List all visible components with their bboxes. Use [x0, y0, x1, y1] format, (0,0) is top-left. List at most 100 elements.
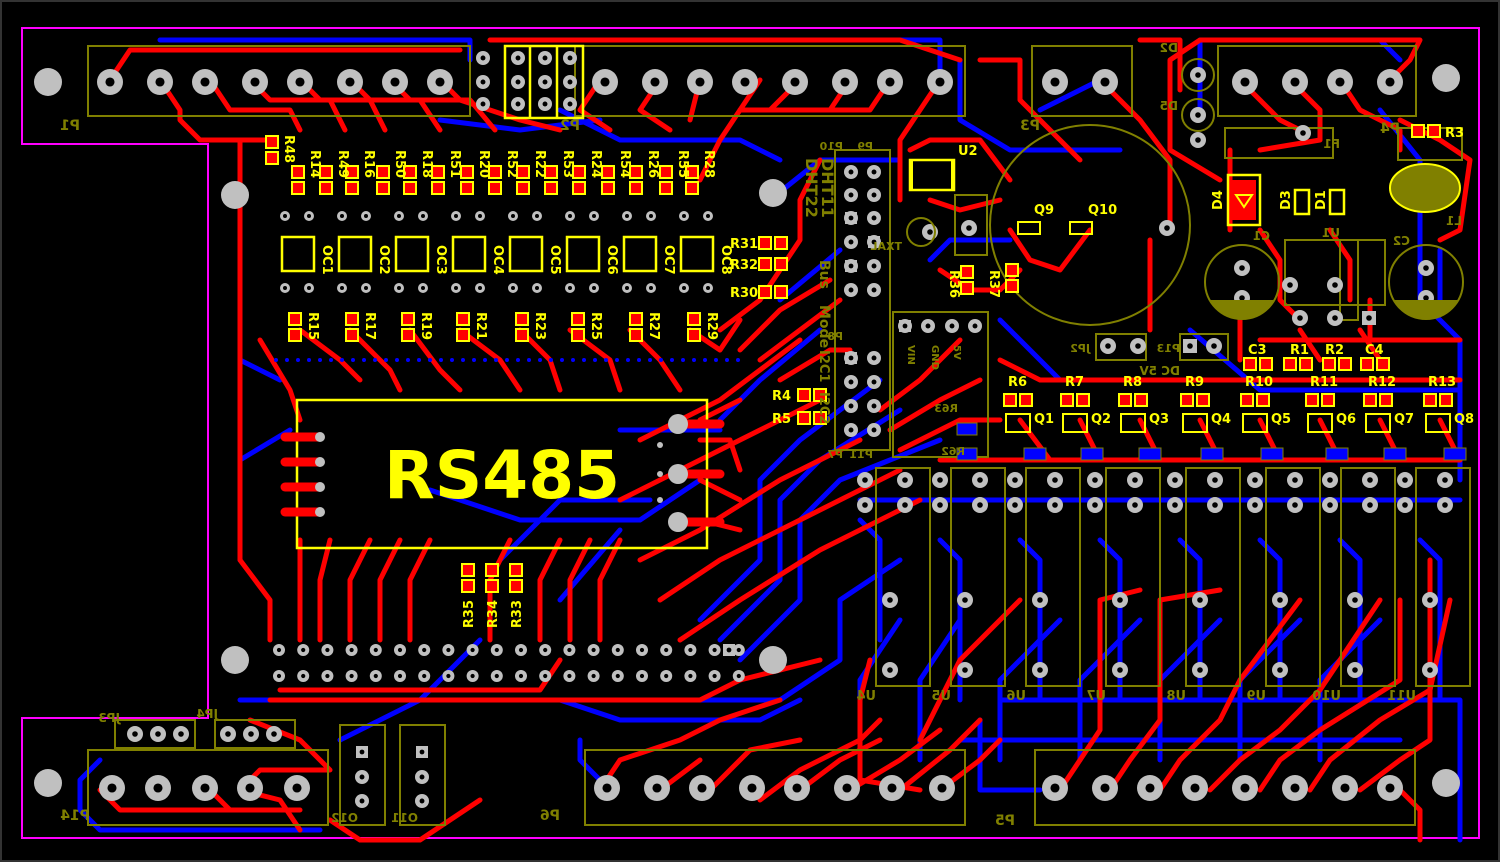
- relay-pad-d-hole: [1132, 502, 1138, 508]
- optocoupler-oc3: [394, 235, 430, 273]
- resistor-label-r27: R27: [646, 312, 661, 340]
- p2-pin-6-hole: [840, 77, 850, 87]
- driver-diode: [1138, 447, 1162, 461]
- p9-label: P9: [857, 140, 873, 153]
- resistor-r16: [345, 165, 359, 195]
- driver-resistor-r11: [1305, 393, 1335, 407]
- transistor-q6: [1307, 413, 1333, 433]
- relay-u5: [950, 467, 1006, 687]
- driver-resistor-label-r12: R12: [1368, 375, 1396, 390]
- crystal-txal: [906, 217, 936, 247]
- p6-pin-8-hole: [937, 783, 947, 793]
- p1-pin-5-hole: [295, 77, 305, 87]
- oc-pin-top-hole: [307, 214, 311, 218]
- resistor-r28: [685, 165, 699, 195]
- oc-pin-bottom-hole: [421, 286, 425, 290]
- via: [340, 358, 344, 362]
- via: [450, 358, 454, 362]
- c2-label: C2: [1393, 234, 1410, 248]
- relay-pad-e-hole: [1197, 597, 1203, 603]
- p1-label: P1: [60, 118, 80, 134]
- via: [274, 358, 278, 362]
- o12-pin-1-hole: [359, 749, 365, 755]
- dht22-label: DHT22: [802, 158, 821, 218]
- gpio-pin-top-14-hole: [615, 647, 620, 653]
- r3-label: R3: [1445, 126, 1464, 141]
- power-pad-1-hole: [1195, 112, 1201, 118]
- p10-pin-0-hole: [848, 169, 854, 175]
- resistor-r49: [319, 165, 333, 195]
- resistor-label-r26: R26: [645, 150, 660, 178]
- resistor-r54: [601, 165, 615, 195]
- via: [549, 358, 553, 362]
- p9-pin-5-hole: [871, 287, 877, 293]
- power-pad-13-hole: [1135, 343, 1141, 349]
- relay-pad-a-hole: [1012, 477, 1018, 483]
- power-pad-3-hole: [1300, 130, 1306, 136]
- power-passive-2: [1322, 357, 1352, 371]
- via: [417, 358, 421, 362]
- resistor-label-r16: R16: [361, 150, 376, 178]
- 5v-label: 5V: [951, 345, 962, 360]
- power-pad-11-hole: [1297, 315, 1303, 321]
- power-pad-6-hole: [1239, 295, 1245, 301]
- gpio-pin-bottom-9-hole: [494, 673, 499, 679]
- resistor-label-r24: R24: [588, 150, 603, 178]
- p7-pin-1-hole: [871, 379, 877, 385]
- via: [351, 358, 355, 362]
- jumper-1-0-hole: [542, 55, 548, 61]
- resistor-label-r25: R25: [588, 312, 603, 340]
- resistor-r53: [544, 165, 558, 195]
- oc-pin-bottom-hole: [592, 286, 596, 290]
- rs485-module-label: RS485: [384, 437, 620, 514]
- resistor-label-r49: R49: [335, 150, 350, 178]
- resistor-r27: [629, 312, 643, 342]
- transistor-label-q1: Q1: [1034, 412, 1054, 427]
- p7-pin-3-hole: [871, 427, 877, 433]
- d5-label: D5: [1160, 99, 1178, 113]
- relay-label-u10: U10: [1312, 689, 1341, 704]
- relay-label-u11: U11: [1387, 689, 1416, 704]
- transistor-label-q5: Q5: [1271, 412, 1291, 427]
- regulator-u2: [911, 159, 953, 191]
- p1-pin-6-hole: [345, 77, 355, 87]
- gpio-pin-top-13-hole: [591, 647, 596, 653]
- transistor-q9: [1017, 221, 1041, 235]
- gpio-pin-bottom-13-hole: [591, 673, 596, 679]
- resistor-r20: [460, 165, 474, 195]
- p10-pin-3-hole: [848, 239, 854, 245]
- rs485-pins: [280, 414, 725, 532]
- jp4-label: JP4: [196, 707, 219, 721]
- transistor-q8: [1425, 413, 1451, 433]
- capacitor-c2: [1388, 244, 1464, 320]
- p8-pin-2-hole: [848, 403, 854, 409]
- p9-square-hole: [871, 239, 877, 245]
- l1-label: L1: [1446, 214, 1462, 228]
- power-header-pin-1-hole: [925, 323, 931, 329]
- oc-pin-bottom-hole: [568, 286, 572, 290]
- gpio-pin-top-9-hole: [494, 647, 499, 653]
- p9-pin-0-hole: [871, 169, 877, 175]
- power-pad-10-hole: [1332, 282, 1338, 288]
- jp4-pin-0-hole: [225, 731, 231, 737]
- resistor-r5: [797, 411, 827, 425]
- resistor-label-r33: R33: [510, 600, 525, 628]
- oc-pin-bottom-hole: [649, 286, 653, 290]
- driver-resistor-r8: [1118, 393, 1148, 407]
- gpio-pin-bottom-5-hole: [397, 673, 403, 679]
- d3-label: D3: [1279, 190, 1294, 210]
- resistor-r17: [345, 312, 359, 342]
- resistor-label-r20: R20: [476, 150, 491, 178]
- p2-pin-1-hole: [600, 77, 610, 87]
- oc-pin-bottom-hole: [307, 286, 311, 290]
- optocoupler-oc6: [565, 235, 601, 273]
- resistor-r21: [456, 312, 470, 342]
- r2-label: R2: [1325, 343, 1344, 358]
- o12-label: O12: [331, 811, 358, 825]
- relay-pad-d-hole: [902, 502, 908, 508]
- oc-pin-top-hole: [364, 214, 368, 218]
- via: [318, 358, 322, 362]
- gpio-pin-bottom-0-hole: [276, 673, 282, 679]
- r63-label: R63: [934, 402, 958, 415]
- o11-pin-1-hole: [419, 749, 425, 755]
